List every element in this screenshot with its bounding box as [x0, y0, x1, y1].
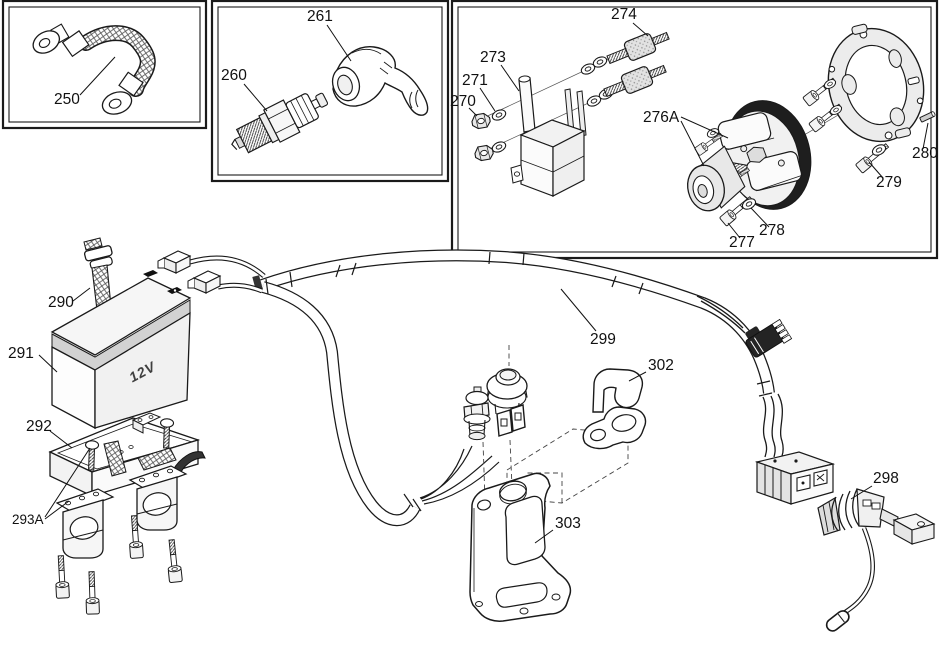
toggle-switch	[463, 386, 491, 441]
ring-terminal	[32, 23, 70, 54]
part-flywheel-group	[687, 23, 936, 227]
flywheel-rotor	[717, 100, 812, 210]
inset-boxes	[1, 0, 939, 260]
dowel-pin	[919, 111, 936, 123]
part-label-293A: 293A	[12, 512, 44, 527]
part-label-279: 279	[876, 174, 902, 191]
part-ground-strap	[32, 23, 156, 115]
part-label-291: 291	[8, 345, 34, 362]
stator-backing-plate	[827, 23, 925, 143]
battery-lead-wires	[157, 250, 266, 294]
mounting-bracket	[469, 472, 572, 622]
part-label-277: 277	[729, 234, 755, 251]
part-brackets-group	[469, 345, 647, 622]
part-label-303: 303	[555, 515, 581, 532]
part-label-290: 290	[48, 294, 74, 311]
battery-strap	[83, 237, 113, 311]
ignition-coil	[510, 75, 587, 197]
part-label-276A: 276A	[643, 109, 680, 126]
switch-wires	[419, 445, 500, 505]
part-battery-group: 12V	[48, 237, 206, 615]
part-label-261: 261	[307, 8, 333, 25]
part-battery-lead-connector	[817, 488, 936, 632]
ring-terminal	[825, 610, 850, 632]
harness-tubes	[252, 249, 775, 527]
rubber-mount-stud	[606, 31, 670, 65]
rubber-mount-stud	[603, 64, 667, 98]
spade-terminal-block	[892, 513, 936, 545]
part-label-274: 274	[611, 6, 637, 23]
part-spark-plug	[231, 92, 329, 154]
part-label-292: 292	[26, 418, 52, 435]
harness-branch-wires	[696, 295, 784, 458]
part-label-280: 280	[912, 145, 938, 162]
battery: 12V	[50, 270, 192, 430]
harness-battery-connector	[754, 451, 836, 505]
part-label-278: 278	[759, 222, 785, 239]
ring-terminal	[101, 91, 133, 115]
push-button-switch	[486, 368, 528, 437]
part-label-298: 298	[873, 470, 899, 487]
part-label-299: 299	[590, 331, 616, 348]
part-labels: 250 260 261 270 271 273 274 276A 277 278…	[8, 6, 938, 532]
harness-plug-connector	[745, 318, 793, 358]
part-label-270: 270	[450, 93, 476, 110]
part-wiring-harness	[157, 249, 836, 527]
part-label-250: 250	[54, 91, 80, 108]
part-ignition-coil-group	[470, 31, 670, 197]
part-label-302: 302	[648, 357, 674, 374]
starter-cup	[687, 145, 746, 212]
part-label-260: 260	[221, 67, 247, 84]
part-label-273: 273	[480, 49, 506, 66]
switch-bracket	[582, 368, 647, 450]
part-label-271: 271	[462, 72, 488, 89]
part-spark-plug-boot	[331, 46, 429, 116]
spade-connector	[157, 250, 192, 274]
leader-lines	[38, 22, 929, 544]
spade-connector	[187, 270, 222, 294]
battery-tray	[48, 412, 206, 498]
tube-clamps	[55, 465, 188, 559]
